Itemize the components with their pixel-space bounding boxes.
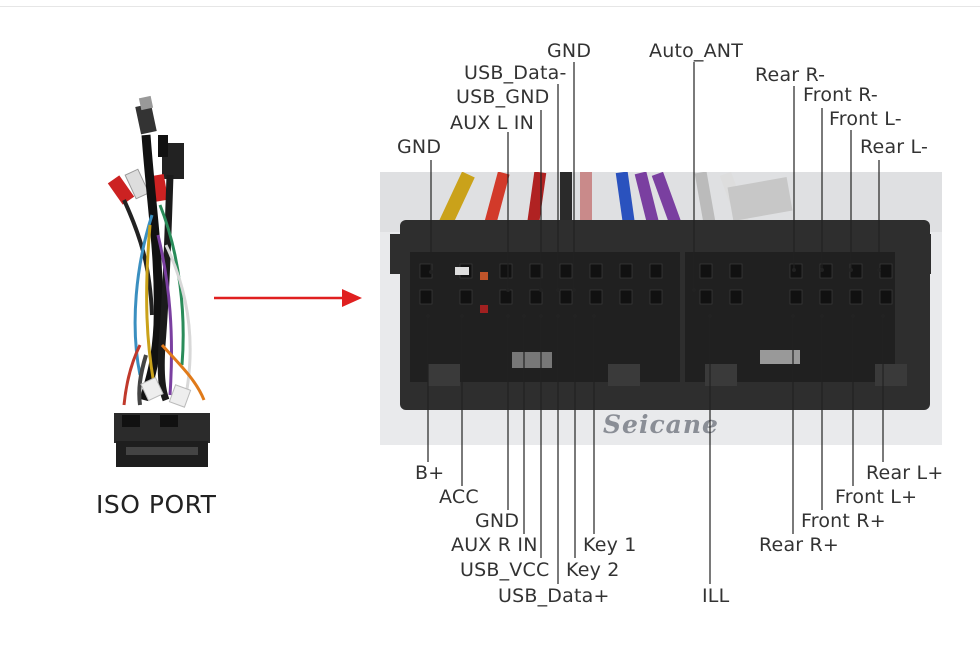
label-key-1: Key 1 xyxy=(583,534,637,556)
arrow-right-icon xyxy=(214,289,362,307)
label-acc: ACC xyxy=(439,486,479,508)
label-rear-l-plus: Rear L+ xyxy=(866,462,944,484)
label-gnd-top-left: GND xyxy=(397,136,442,158)
label-ill: ILL xyxy=(702,585,730,607)
label-front-r-minus: Front R- xyxy=(803,84,878,106)
label-rear-l-minus: Rear L- xyxy=(860,136,929,158)
label-gnd-top: GND xyxy=(547,40,592,62)
label-aux-r-in: AUX R IN xyxy=(451,534,538,556)
label-front-l-plus: Front L+ xyxy=(835,486,918,508)
label-auto-ant: Auto_ANT xyxy=(649,40,744,62)
label-gnd-bottom: GND xyxy=(475,510,520,532)
wire-harness-icon xyxy=(107,95,210,467)
label-rear-r-plus: Rear R+ xyxy=(759,534,840,556)
label-key-2: Key 2 xyxy=(566,559,620,581)
label-front-l-minus: Front L- xyxy=(829,108,902,130)
connector-photo xyxy=(380,172,942,445)
watermark: Seicane xyxy=(603,410,719,439)
label-rear-r-minus: Rear R- xyxy=(755,64,826,86)
label-usb-data-minus: USB_Data- xyxy=(464,62,567,84)
label-usb-vcc: USB_VCC xyxy=(460,559,550,581)
iso-port-caption: ISO PORT xyxy=(96,490,217,519)
label-usb-gnd: USB_GND xyxy=(456,86,550,108)
label-front-r-plus: Front R+ xyxy=(801,510,886,532)
label-usb-data-plus: USB_Data+ xyxy=(498,585,610,607)
label-b-plus: B+ xyxy=(415,462,445,484)
top-divider xyxy=(0,6,980,7)
label-aux-l-in: AUX L IN xyxy=(450,112,535,134)
